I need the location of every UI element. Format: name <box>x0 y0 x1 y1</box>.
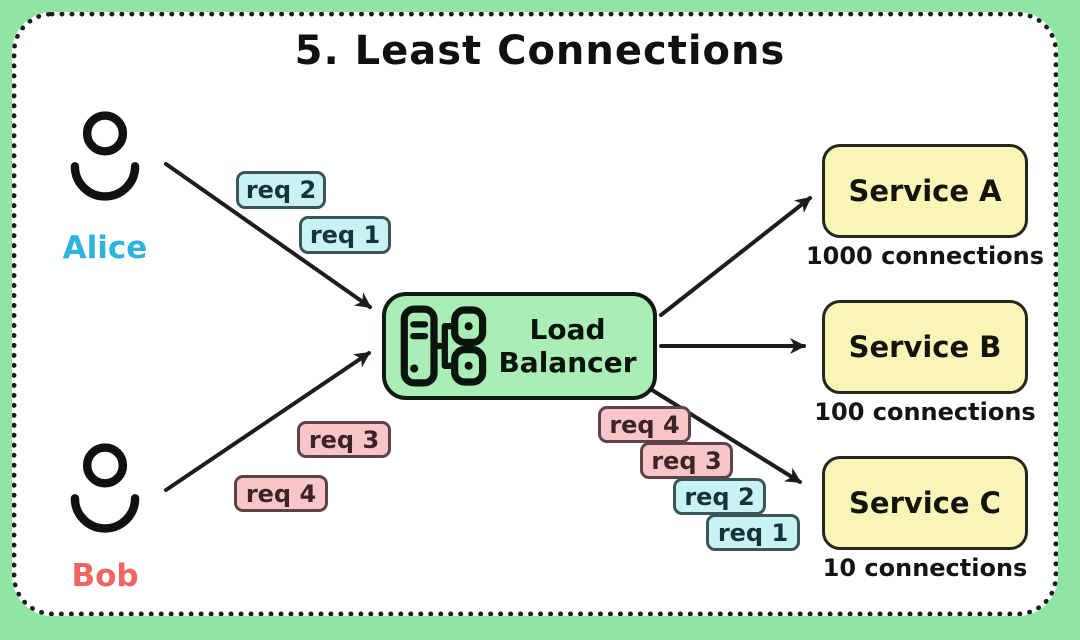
request-badge-bob-req3: req 3 <box>297 421 391 458</box>
service-a-node: Service A <box>822 144 1028 238</box>
service-b-connections: 100 connections <box>814 398 1036 426</box>
service-b-node: Service B <box>822 300 1028 394</box>
request-badge-alice-req2: req 2 <box>236 171 326 209</box>
alice-user-icon <box>70 111 140 201</box>
load-balancer-label-line2: Balancer <box>498 346 637 379</box>
bob-user-icon <box>70 443 140 533</box>
request-badge-queue-req1: req 1 <box>706 514 800 551</box>
request-badge-bob-req4: req 4 <box>234 475 328 512</box>
request-badge-queue-req4: req 4 <box>598 406 691 443</box>
load-balancer-node: Load Balancer <box>382 292 657 400</box>
arrow-lb-to-service-c <box>650 388 802 484</box>
load-balancer-icon <box>400 305 487 387</box>
request-badge-queue-req2: req 2 <box>673 478 766 515</box>
arrow-bob-to-lb <box>164 351 371 492</box>
page-title: 5. Least Connections <box>294 28 786 74</box>
alice-label: Alice <box>62 230 148 266</box>
service-c-node: Service C <box>822 456 1028 550</box>
arrow-alice-to-lb <box>164 162 372 309</box>
request-badge-queue-req3: req 3 <box>640 442 733 479</box>
load-balancer-label-line1: Load <box>529 312 606 346</box>
service-c-connections: 10 connections <box>822 554 1028 582</box>
bob-label: Bob <box>71 558 139 594</box>
load-balancer-label: Load Balancer <box>488 313 653 379</box>
service-a-connections: 1000 connections <box>805 242 1045 270</box>
arrow-lb-to-service-a <box>659 196 812 317</box>
request-badge-alice-req1: req 1 <box>299 216 391 254</box>
